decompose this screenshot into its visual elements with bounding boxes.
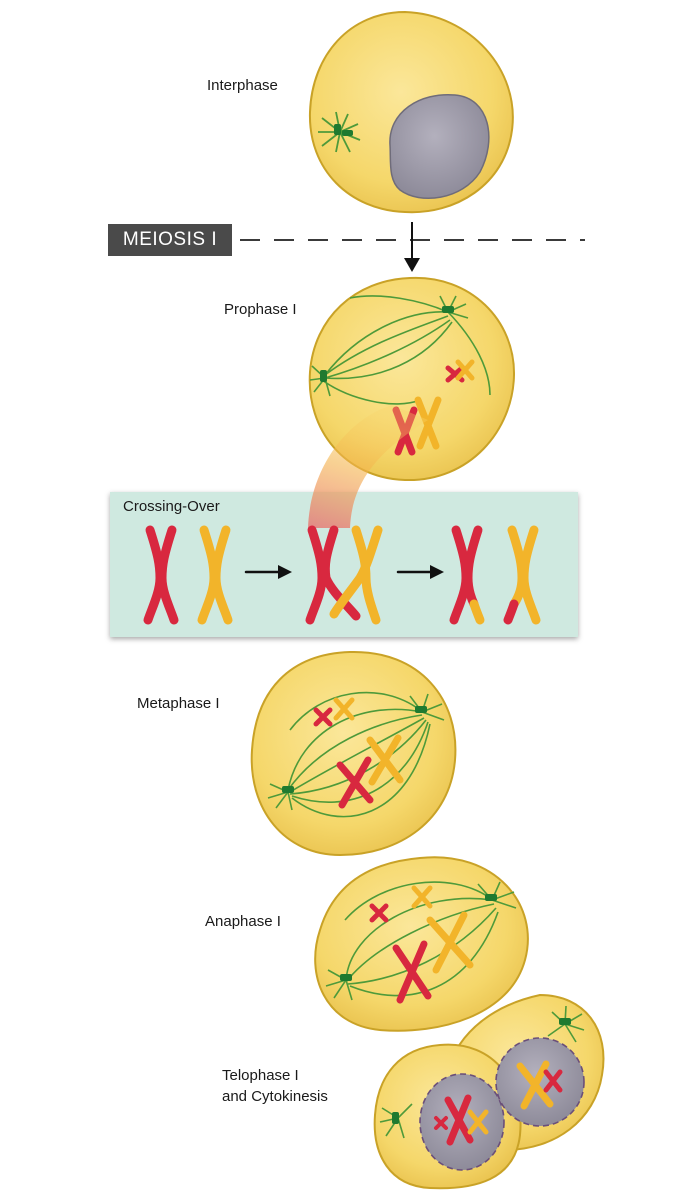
co-recombined-red [454,530,480,620]
interphase-cell [310,12,513,212]
crossing-over-chromosomes [148,530,536,620]
anaphase-cell [315,857,528,1031]
meiosis-divider-line [240,222,585,272]
label-and-cytokinesis: and Cytokinesis [222,1087,328,1106]
co-yellow-chromosome-1 [202,530,228,620]
co-arrow-1 [246,565,292,579]
crossing-over-title: Crossing-Over [123,498,220,515]
co-crossing-red [310,530,356,620]
co-recombined-yellow [508,530,536,620]
co-arrow-2 [398,565,444,579]
meiosis-i-tag: MEIOSIS I [108,224,232,256]
metaphase-cell [252,652,456,855]
label-metaphase-i: Metaphase I [137,694,220,713]
label-interphase: Interphase [207,76,278,95]
co-red-chromosome-1 [148,530,174,620]
co-crossing-yellow [334,530,378,620]
label-telophase-i: Telophase I [222,1066,299,1085]
label-prophase-i: Prophase I [224,300,297,319]
label-anaphase-i: Anaphase I [205,912,281,931]
